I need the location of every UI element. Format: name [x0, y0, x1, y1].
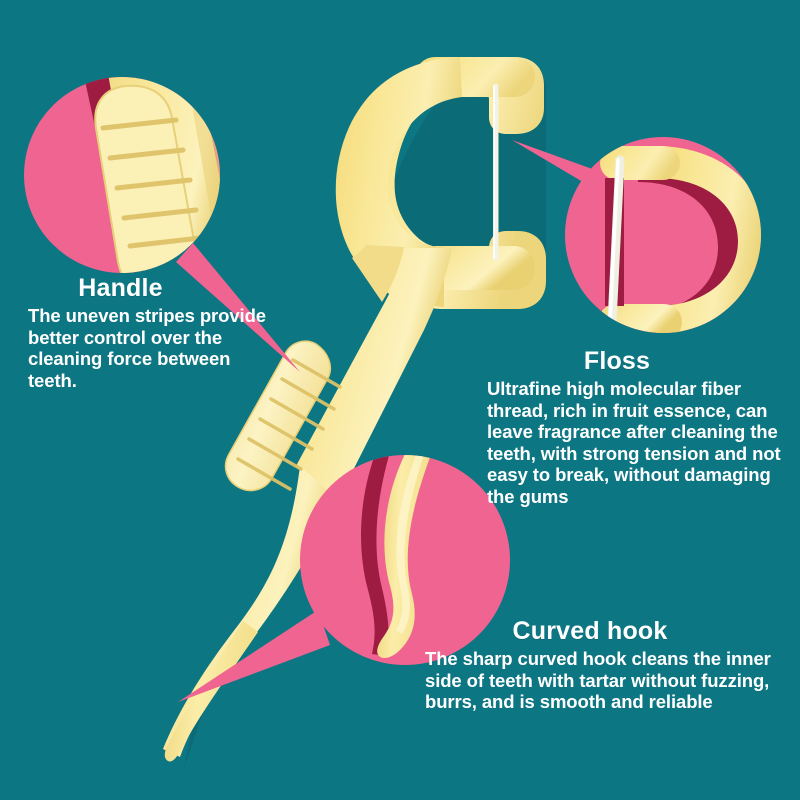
fork-left-arc	[337, 57, 462, 307]
callout-curved-hook-body: The sharp curved hook cleans the inner s…	[425, 648, 771, 713]
callout-curved-hook-title: Curved hook	[512, 617, 668, 645]
curved-hook-magnifier	[178, 455, 510, 702]
handle-magnifier	[24, 77, 300, 372]
handle-magnifier-grip	[94, 84, 203, 273]
handle-grip-stripes	[224, 340, 342, 492]
floss-magnifier-thread-highlight	[608, 158, 620, 324]
floss-magnifier	[512, 137, 761, 333]
curved-hook-magnifier-pointer	[178, 610, 330, 702]
handle-y-branch	[352, 245, 404, 302]
curved-hook-tip	[164, 621, 258, 762]
handle-magnifier-pointer	[176, 243, 300, 372]
callout-curved-hook: Curved hook The sharp curved hook cleans…	[425, 618, 797, 713]
callout-floss-title: Floss	[583, 347, 651, 375]
callout-handle-body: The uneven stripes provide better contro…	[28, 305, 266, 391]
callout-handle-title: Handle	[78, 274, 163, 302]
callout-floss: Floss Ultrafine high molecular fiber thr…	[487, 348, 797, 507]
callout-floss-body: Ultrafine high molecular fiber thread, r…	[487, 378, 781, 507]
floss-magnifier-thread	[607, 155, 625, 327]
callout-handle: Handle The uneven stripes provide better…	[28, 275, 273, 391]
floss-pick-main	[163, 57, 546, 769]
handle-neck	[296, 248, 452, 500]
